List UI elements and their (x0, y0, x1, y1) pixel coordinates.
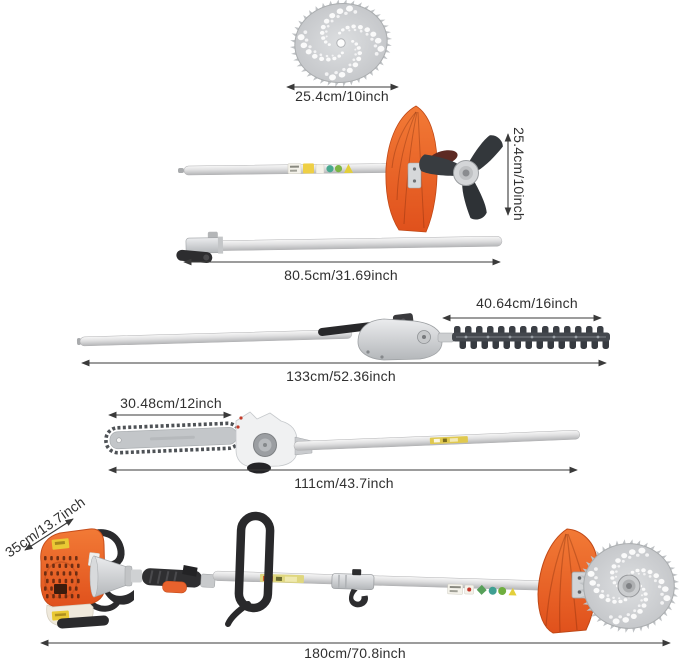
engine-width-arrow (24, 518, 74, 551)
saw-blade-top (289, 0, 393, 87)
throttle-grip (142, 565, 216, 594)
shaft-stickers (447, 583, 517, 596)
hedge-trimmer-attachment (76, 313, 610, 361)
dim-label-assembled-total-length: 180cm/70.8inch (304, 645, 406, 661)
throttle-trigger (162, 580, 187, 594)
clutch-housing (93, 555, 128, 598)
trimmer-head-attachment (178, 105, 507, 233)
pole-chainsaw-attachment (104, 411, 581, 474)
dim-label-blade-diameter: 25.4cm/10inch (295, 88, 389, 104)
guard-mount-bracket (407, 162, 422, 189)
dim-label-trimmer-shaft-length: 80.5cm/31.69inch (284, 267, 398, 283)
dim-label-hedge-blade-length: 40.64cm/16inch (476, 295, 578, 311)
oil-cap (247, 462, 271, 474)
chainsaw-bar (104, 421, 242, 455)
hedge-shaft (76, 329, 353, 347)
dim-label-chainsaw-total-length: 111cm/43.7inch (294, 475, 394, 491)
coupler-knob (349, 589, 368, 608)
warning-stickers (287, 163, 354, 174)
dim-label-chainsaw-bar-length: 30.48cm/12inch (120, 395, 222, 411)
dim-label-hedge-total-length: 133cm/52.36inch (286, 368, 396, 384)
loop-handle (225, 511, 275, 627)
assembled-brush-cutter (40, 511, 679, 634)
three-tooth-cutter-blade (416, 131, 507, 222)
engine-vents (44, 556, 80, 599)
cutter-guard (537, 528, 598, 634)
extension-shaft (176, 231, 503, 264)
dim-label-cutting-width: 25.4cm/10inch (511, 127, 528, 221)
chainsaw-shaft (293, 430, 581, 451)
